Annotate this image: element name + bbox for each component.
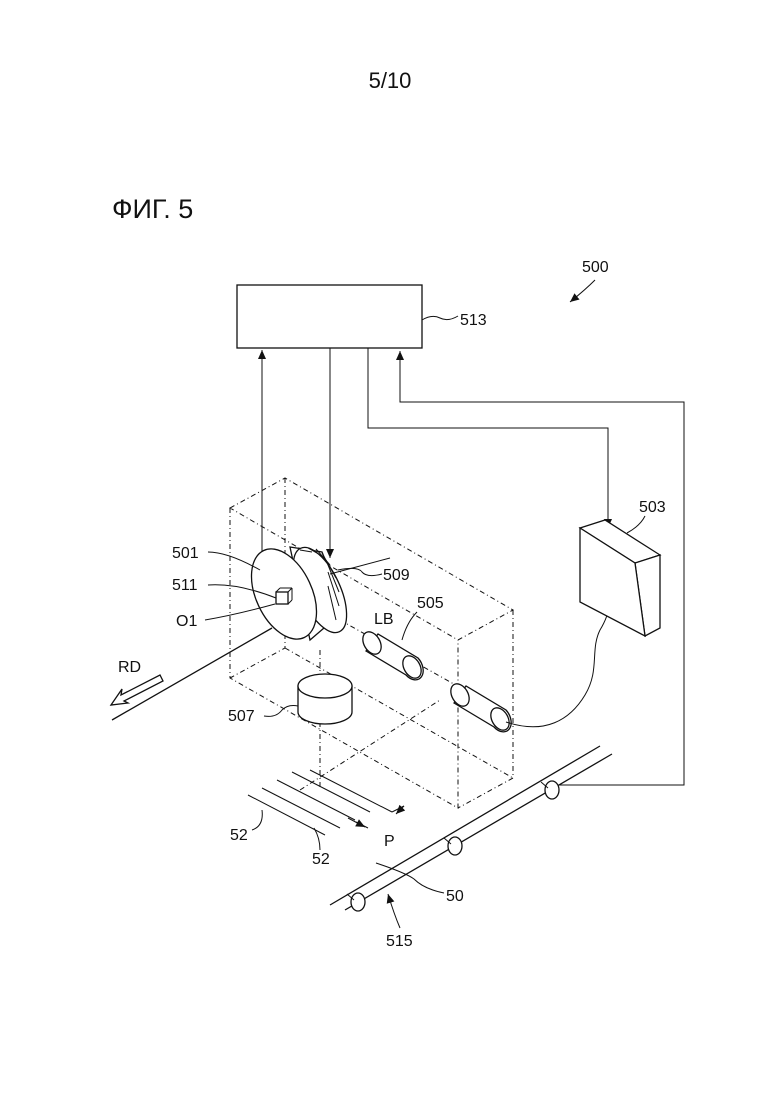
unit-503 bbox=[580, 520, 660, 636]
pitch-label: P bbox=[384, 833, 395, 850]
part-507 bbox=[298, 674, 352, 724]
controller-label: 513 bbox=[460, 312, 487, 329]
sensor-511 bbox=[276, 592, 288, 604]
web-leader bbox=[376, 863, 444, 893]
system-label: 500 bbox=[582, 259, 609, 276]
beam-label: LB bbox=[374, 611, 394, 628]
fiber-cable bbox=[506, 602, 609, 727]
lower-lens bbox=[447, 681, 513, 734]
part-509-label: 509 bbox=[383, 567, 410, 584]
lens-505 bbox=[359, 629, 425, 682]
lens-505-label: 505 bbox=[417, 595, 444, 612]
web-label: 50 bbox=[446, 888, 464, 905]
stripe-left-leader bbox=[252, 810, 262, 830]
controller-leader bbox=[422, 316, 458, 320]
direction-label: RD bbox=[118, 659, 141, 676]
unit-503-label: 503 bbox=[639, 499, 666, 516]
pitch-arrow-right bbox=[396, 806, 404, 814]
axis-label: O1 bbox=[176, 613, 197, 630]
stripe-right-label: 52 bbox=[312, 851, 330, 868]
conveyor-label: 515 bbox=[386, 933, 413, 950]
stripe-left-label: 52 bbox=[230, 827, 248, 844]
sensor-label: 511 bbox=[172, 577, 198, 594]
controller-to-503-line bbox=[368, 348, 608, 528]
stripes-52 bbox=[248, 770, 392, 835]
unit-503-leader bbox=[627, 516, 645, 533]
part-507-label: 507 bbox=[228, 708, 255, 725]
camera-label: 501 bbox=[172, 545, 199, 562]
conveyor-pointer bbox=[388, 894, 400, 928]
pitch-arrow-left bbox=[348, 818, 365, 827]
direction-arrow bbox=[111, 675, 163, 705]
controller-box bbox=[237, 285, 422, 348]
pitch-arrows bbox=[356, 806, 404, 828]
system-pointer bbox=[570, 280, 595, 302]
conveyor-515 bbox=[330, 746, 612, 911]
lens-505-leader bbox=[402, 612, 417, 640]
